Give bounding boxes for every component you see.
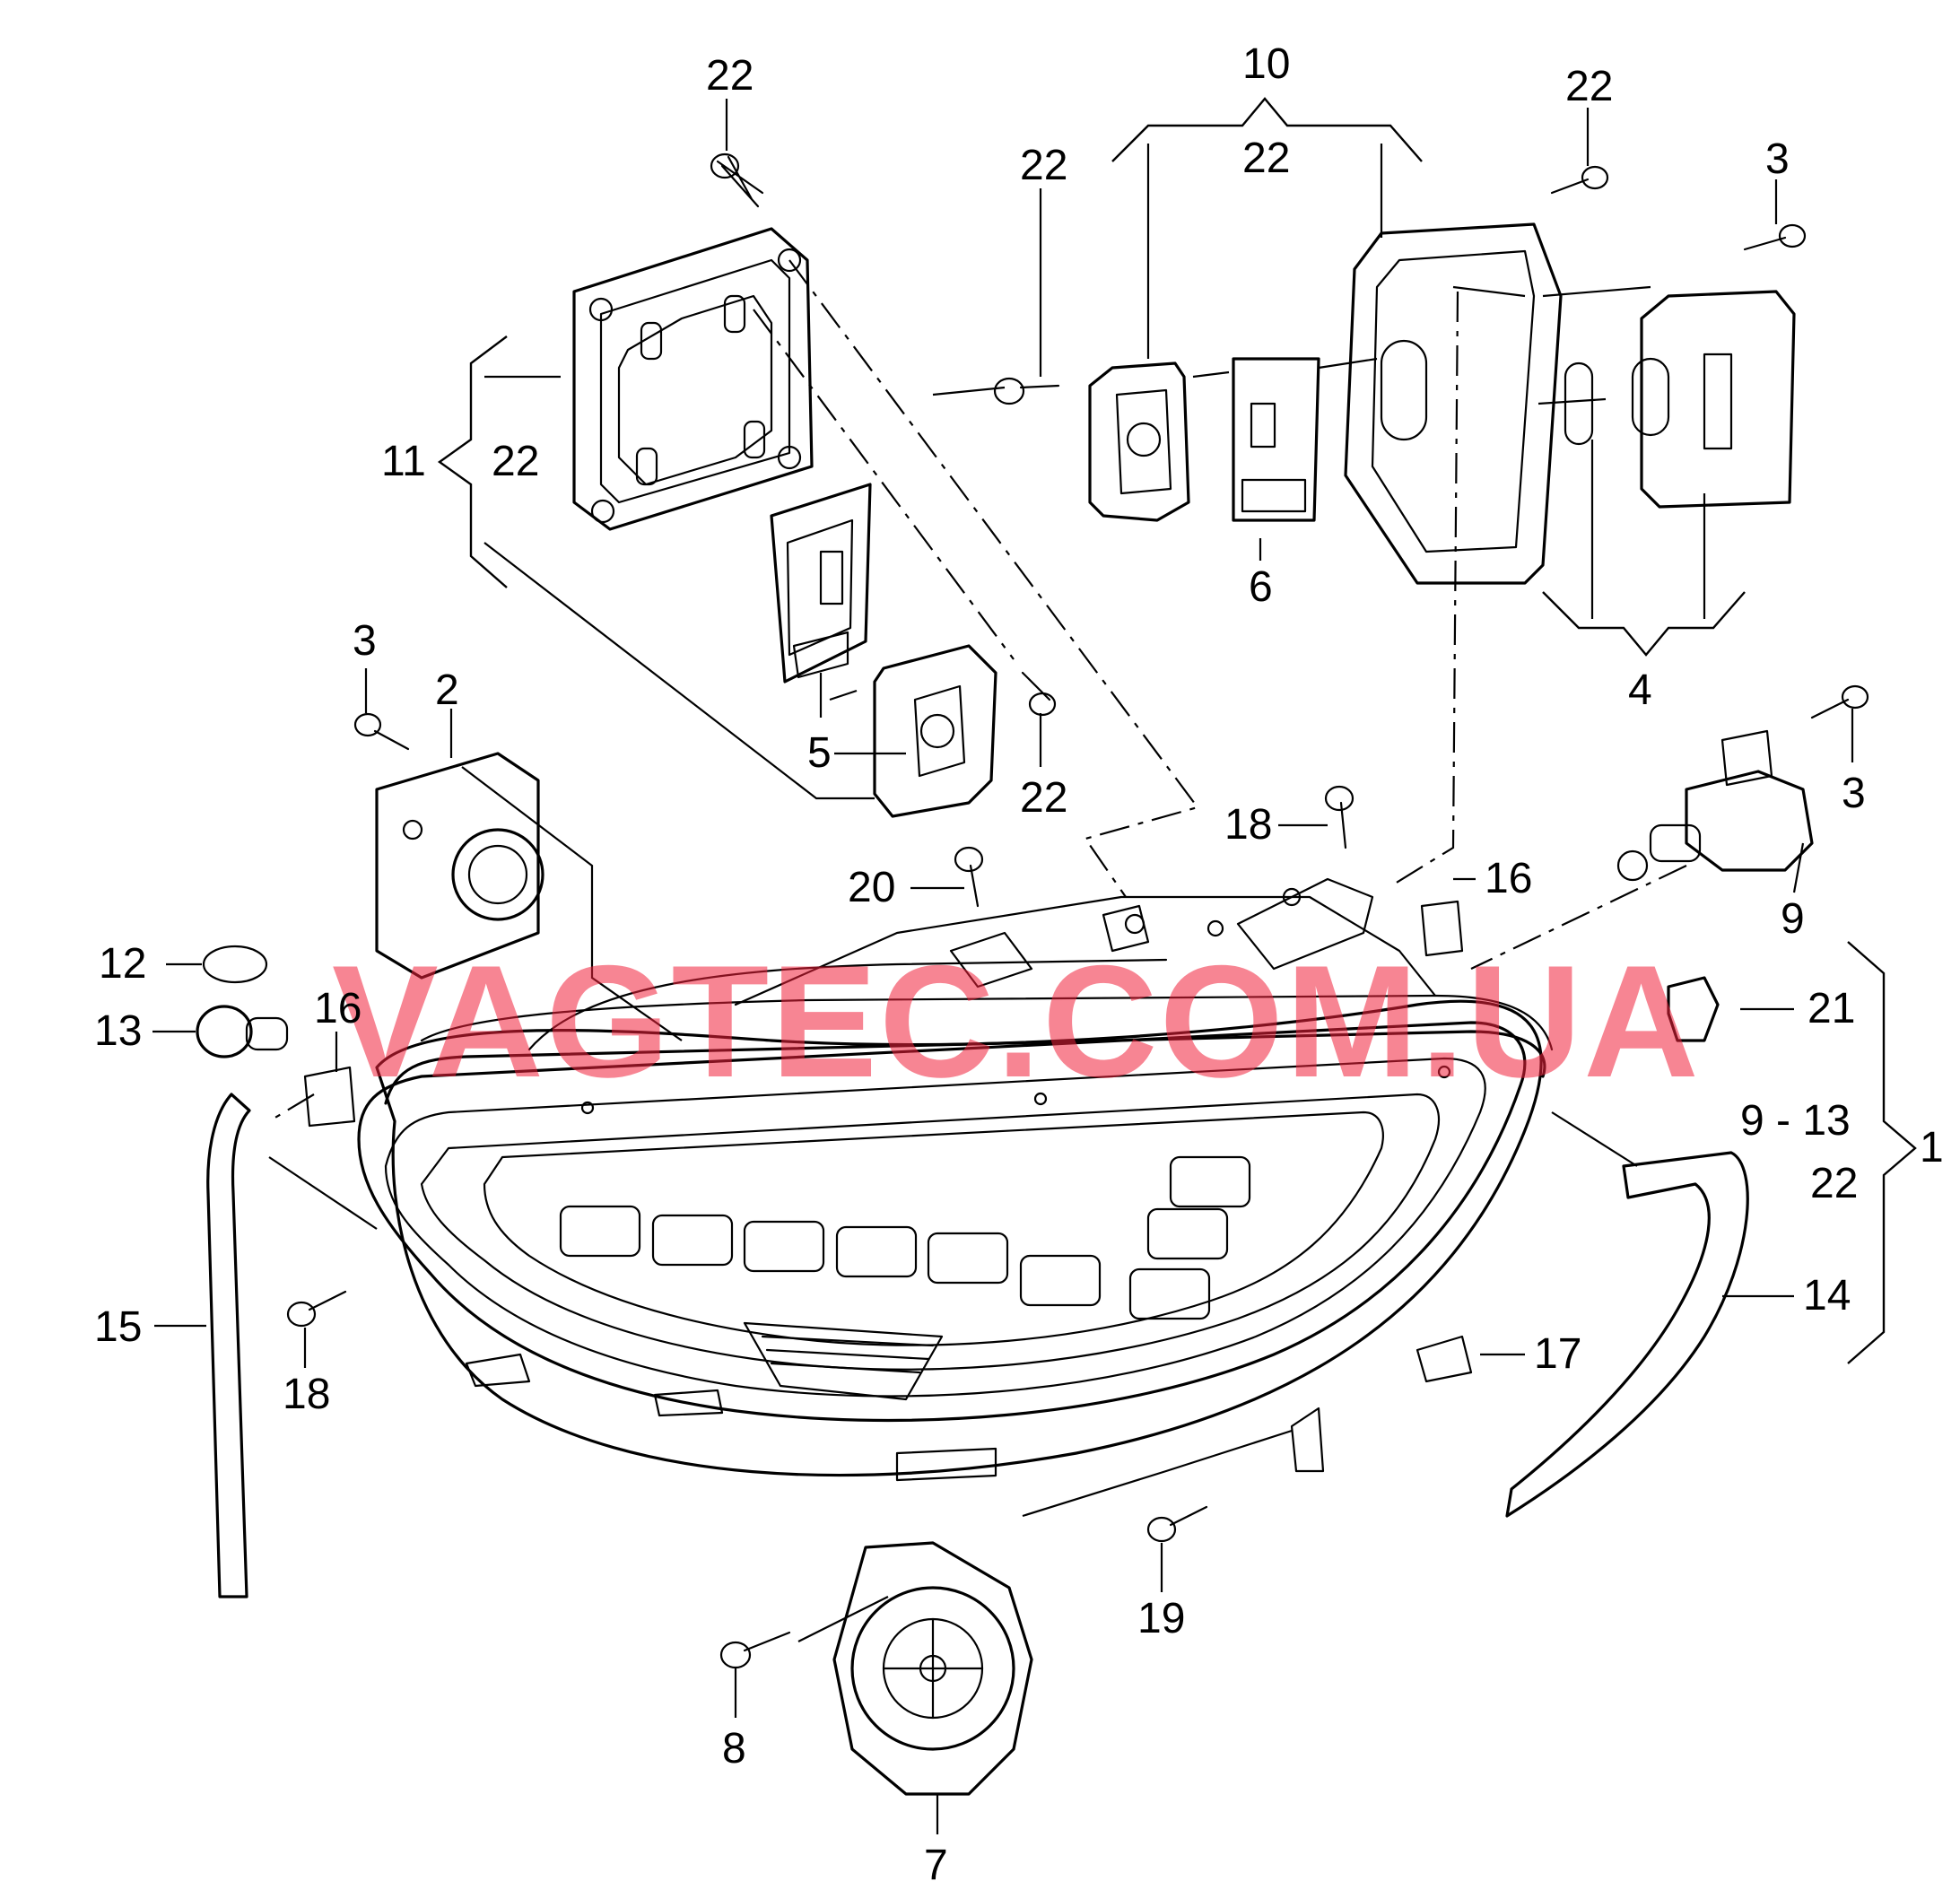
leader-lines: [152, 99, 1854, 1834]
label-16-right: 16: [1485, 855, 1532, 902]
label-7: 7: [924, 1842, 948, 1889]
label-22-group-1: 22: [1810, 1160, 1858, 1207]
label-22-top-right: 22: [1565, 63, 1613, 110]
label-19: 19: [1137, 1595, 1185, 1642]
watermark-text: VAGTEC.COM.UA: [332, 932, 1701, 1110]
label-1: 1: [1920, 1124, 1944, 1171]
label-4: 4: [1628, 666, 1652, 714]
label-9: 9: [1781, 895, 1805, 943]
label-15: 15: [94, 1303, 142, 1351]
part-13-connector: [196, 1005, 289, 1058]
label-17: 17: [1534, 1330, 1581, 1378]
label-21: 21: [1808, 985, 1855, 1032]
part-11-mounting-frame: [572, 227, 814, 531]
fasteners: [286, 152, 1869, 1669]
label-2: 2: [435, 666, 459, 714]
label-10: 10: [1242, 40, 1290, 88]
label-18-left: 18: [283, 1371, 330, 1418]
label-20: 20: [848, 864, 895, 911]
part-4-ballast: [1564, 290, 1796, 509]
label-3-right: 3: [1842, 770, 1866, 817]
assembly-lines: [268, 259, 1687, 1642]
label-5: 5: [807, 729, 832, 777]
brackets: [437, 97, 1917, 1364]
headlight-housing: [357, 877, 1554, 1482]
label-3-top: 3: [1765, 135, 1790, 183]
part-2-igniter: [375, 752, 544, 980]
part-12-cap: [202, 945, 268, 984]
label-11: 11: [381, 438, 426, 485]
part-5-control-module: [770, 483, 872, 684]
part-10-module-group: [1088, 222, 1563, 585]
label-18-top: 18: [1224, 801, 1272, 849]
label-12: 12: [99, 940, 146, 988]
label-13: 13: [94, 1007, 142, 1055]
label-6: 6: [1249, 563, 1273, 611]
label-22-bracket: 22: [1020, 142, 1067, 189]
callout-labels: 1 2 3 3 3 4 5 6 7 8 9 10 11 12 13 14 15 …: [94, 40, 1944, 1889]
label-22-group-11: 22: [492, 438, 539, 485]
part-15-vent-hose: [206, 1093, 251, 1598]
label-22-group-10: 22: [1242, 135, 1290, 182]
part-9-leveling-motor: [1616, 729, 1814, 882]
label-range-9-13: 9 - 13: [1740, 1097, 1851, 1145]
label-14: 14: [1803, 1272, 1851, 1320]
label-22-module: 22: [1020, 774, 1067, 822]
part-22-ballast-bracket-left: [873, 644, 997, 818]
part-14-seal-strip: [1505, 1151, 1749, 1518]
label-8: 8: [722, 1725, 746, 1772]
part-21-plug: [1667, 976, 1720, 1042]
label-3-left: 3: [353, 617, 377, 665]
part-7-actuator: [832, 1541, 1033, 1796]
label-22-top-left: 22: [706, 52, 754, 100]
label-16-left: 16: [314, 985, 362, 1032]
